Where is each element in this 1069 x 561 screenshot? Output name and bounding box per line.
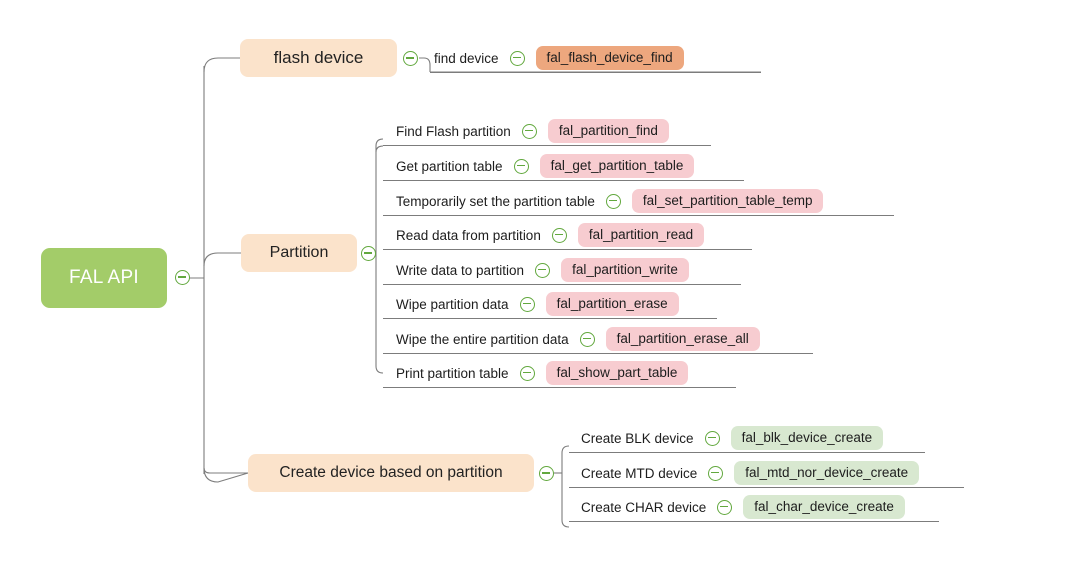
leaf-label: Print partition table — [396, 365, 509, 381]
leaf-label: Create BLK device — [581, 430, 694, 446]
function-badge[interactable]: fal_partition_erase_all — [605, 327, 760, 351]
leaf-underline — [383, 215, 894, 216]
leaf-label: Create MTD device — [581, 465, 698, 481]
function-badge[interactable]: fal_set_partition_table_temp — [631, 189, 824, 213]
function-badge[interactable]: fal_get_partition_table — [539, 154, 695, 178]
leaf-underline — [569, 452, 925, 453]
root-node-label: FAL API — [68, 267, 140, 288]
branch-collapse-toggle-create-device[interactable] — [539, 466, 554, 481]
leaf-row[interactable]: Create BLK device fal_blk_device_create — [581, 425, 884, 451]
leaf-row[interactable]: find device fal_flash_device_find — [434, 45, 684, 71]
leaf-collapse-toggle[interactable] — [551, 227, 567, 243]
leaf-collapse-toggle[interactable] — [521, 123, 537, 139]
function-badge[interactable]: fal_partition_erase — [545, 292, 679, 316]
leaf-collapse-toggle[interactable] — [509, 50, 525, 66]
leaf-collapse-toggle[interactable] — [704, 430, 720, 446]
leaf-underline — [383, 284, 741, 285]
leaf-collapse-toggle[interactable] — [519, 296, 535, 312]
leaf-label: Temporarily set the partition table — [396, 193, 595, 209]
leaf-collapse-toggle[interactable] — [519, 365, 535, 381]
leaf-row[interactable]: Create CHAR device fal_char_device_creat… — [581, 494, 905, 520]
leaf-label: Create CHAR device — [581, 499, 707, 515]
leaf-row[interactable]: Write data to partition fal_partition_wr… — [396, 257, 689, 283]
leaf-underline — [383, 353, 813, 354]
leaf-underline — [383, 387, 736, 388]
branch-node-label: Partition — [269, 244, 329, 261]
leaf-row[interactable]: Wipe partition data fal_partition_erase — [396, 291, 679, 317]
branch-node-label: Create device based on partition — [279, 464, 503, 481]
leaf-label: Read data from partition — [396, 227, 541, 243]
root-collapse-toggle[interactable] — [175, 270, 190, 285]
leaf-row[interactable]: Print partition table fal_show_part_tabl… — [396, 360, 689, 386]
function-badge[interactable]: fal_mtd_nor_device_create — [734, 461, 920, 485]
leaf-collapse-toggle[interactable] — [535, 262, 551, 278]
leaf-underline — [569, 487, 964, 488]
leaf-row[interactable]: Read data from partition fal_partition_r… — [396, 222, 705, 248]
function-badge[interactable]: fal_char_device_create — [743, 495, 905, 519]
function-badge[interactable]: fal_blk_device_create — [730, 426, 884, 450]
leaf-label: Find Flash partition — [396, 123, 511, 139]
leaf-underline — [383, 318, 717, 319]
leaf-collapse-toggle[interactable] — [717, 499, 733, 515]
leaf-label: Wipe the entire partition data — [396, 331, 569, 347]
leaf-collapse-toggle[interactable] — [605, 193, 621, 209]
leaf-row[interactable]: Find Flash partition fal_partition_find — [396, 118, 669, 144]
leaf-underline — [569, 521, 939, 522]
branch-node-label: flash device — [273, 48, 364, 67]
leaf-row[interactable]: Create MTD device fal_mtd_nor_device_cre… — [581, 460, 920, 486]
branch-node-partition[interactable]: Partition — [241, 234, 357, 272]
leaf-collapse-toggle[interactable] — [708, 465, 724, 481]
leaf-label: Write data to partition — [396, 262, 525, 278]
branch-node-flash-device[interactable]: flash device — [240, 39, 397, 77]
leaf-row[interactable]: Wipe the entire partition data fal_parti… — [396, 326, 760, 352]
leaf-label: Wipe partition data — [396, 296, 509, 312]
leaf-label: find device — [434, 50, 499, 66]
branch-collapse-toggle-flash-device[interactable] — [403, 51, 418, 66]
function-badge[interactable]: fal_partition_write — [561, 258, 689, 282]
function-badge[interactable]: fal_partition_read — [577, 223, 705, 247]
root-node[interactable]: FAL API — [41, 248, 167, 308]
leaf-underline — [430, 72, 761, 73]
function-badge[interactable]: fal_partition_find — [547, 119, 669, 143]
leaf-underline — [383, 145, 711, 146]
branch-node-create-device[interactable]: Create device based on partition — [248, 454, 534, 492]
leaf-underline — [383, 249, 752, 250]
leaf-collapse-toggle[interactable] — [579, 331, 595, 347]
leaf-row[interactable]: Temporarily set the partition table fal_… — [396, 188, 824, 214]
branch-collapse-toggle-partition[interactable] — [361, 246, 376, 261]
function-badge[interactable]: fal_flash_device_find — [535, 46, 684, 70]
leaf-row[interactable]: Get partition table fal_get_partition_ta… — [396, 153, 695, 179]
leaf-collapse-toggle[interactable] — [513, 158, 529, 174]
leaf-label: Get partition table — [396, 158, 503, 174]
function-badge[interactable]: fal_show_part_table — [545, 361, 689, 385]
leaf-underline — [383, 180, 744, 181]
